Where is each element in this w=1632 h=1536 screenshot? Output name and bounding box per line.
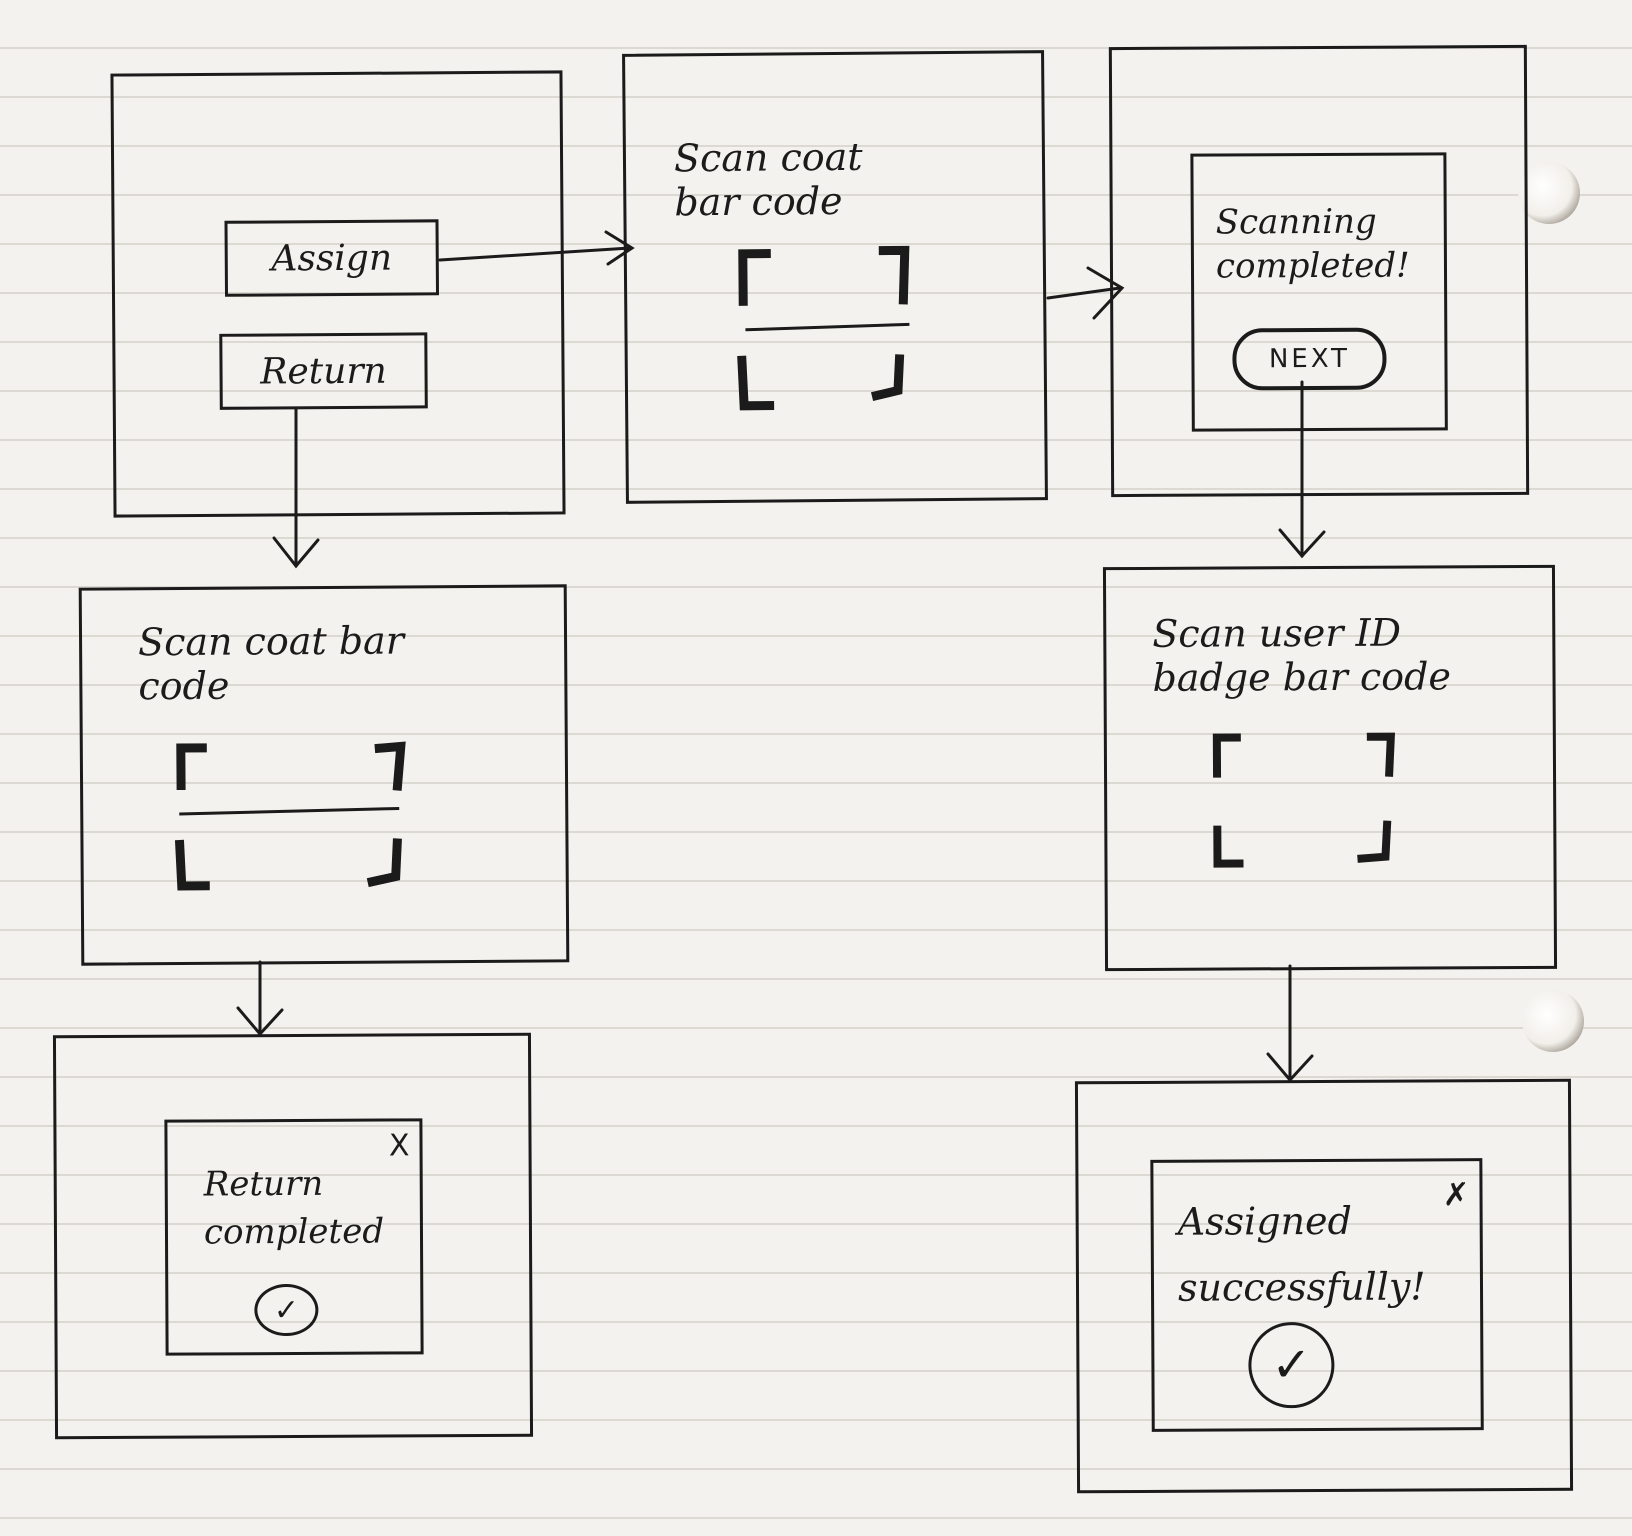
- scanner-viewfinder-icon: [174, 741, 406, 891]
- binder-hole-bottom: [1522, 990, 1584, 1052]
- arrow-return-to-scan: [272, 406, 320, 569]
- arrow-scan-to-complete: [1046, 266, 1125, 320]
- scanner-viewfinder-icon: [737, 245, 910, 411]
- binder-hole-top: [1518, 162, 1580, 224]
- screen-scan-coat-return: Scan coat bar code: [78, 584, 570, 966]
- screen-scan-badge: Scan user ID badge bar code: [1102, 564, 1558, 972]
- arrow-assign-to-scan: [438, 230, 635, 266]
- scanner-viewfinder-icon: [1212, 732, 1396, 868]
- arrow-badge-to-assign-complete: [1266, 964, 1314, 1083]
- arrow-scan-to-return-complete: [236, 960, 284, 1037]
- screen-scan-coat-assign: Scan coat bar code: [622, 50, 1048, 504]
- arrow-next-to-badge: [1278, 380, 1326, 559]
